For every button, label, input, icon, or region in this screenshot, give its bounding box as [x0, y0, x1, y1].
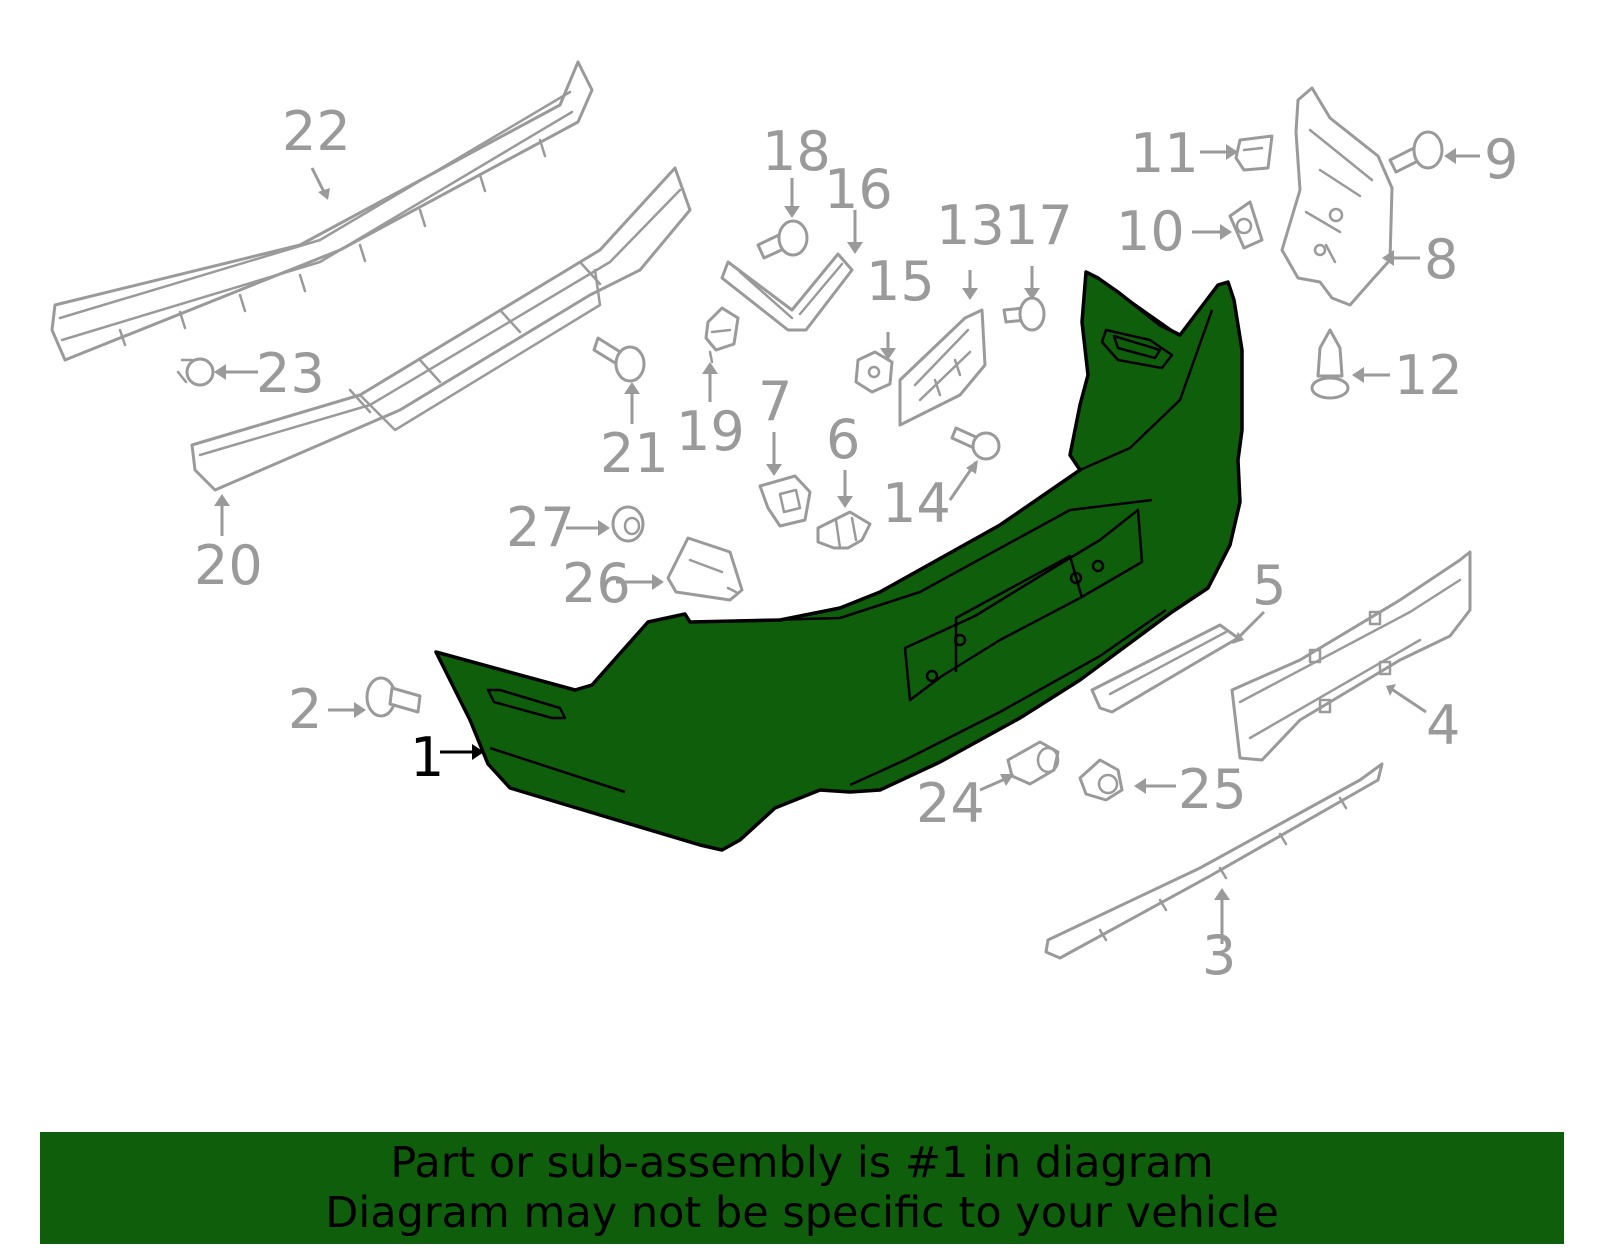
- callout-25[interactable]: 25: [1178, 758, 1247, 821]
- callout-4[interactable]: 4: [1426, 694, 1460, 757]
- callout-15[interactable]: 15: [866, 250, 935, 313]
- part-4-diffuser[interactable]: [1230, 550, 1472, 762]
- part-20-energy-absorber[interactable]: [190, 166, 692, 492]
- callout-14[interactable]: 14: [882, 472, 951, 535]
- part-16-bracket[interactable]: [720, 252, 854, 332]
- part-14-bolt[interactable]: [950, 426, 1001, 461]
- callout-5[interactable]: 5: [1252, 554, 1286, 617]
- callout-7[interactable]: 7: [758, 370, 792, 433]
- callout-26[interactable]: 26: [562, 552, 631, 615]
- part-26-bracket[interactable]: [666, 536, 744, 602]
- callout-18[interactable]: 18: [762, 120, 831, 183]
- callout-labels: 1 2 3 4 5 6 7 8 9 10 11 12 13 14 15 16 1…: [194, 100, 1518, 987]
- callout-19[interactable]: 19: [676, 400, 745, 463]
- callout-1[interactable]: 1: [410, 726, 444, 789]
- part-10-nut[interactable]: [1228, 200, 1264, 250]
- part-9-bolt[interactable]: [1388, 130, 1444, 174]
- callout-20[interactable]: 20: [194, 534, 263, 597]
- callout-21[interactable]: 21: [600, 422, 669, 485]
- leader-lines: [214, 144, 1480, 944]
- part-13-bracket[interactable]: [898, 308, 987, 427]
- part-7-retainer[interactable]: [758, 474, 812, 528]
- part-17-push-pin[interactable]: [1002, 296, 1046, 332]
- callout-6[interactable]: 6: [826, 408, 860, 471]
- part-1-bumper-cover[interactable]: [434, 270, 1244, 852]
- callout-2[interactable]: 2: [288, 678, 322, 741]
- part-15-retainer[interactable]: [854, 350, 894, 394]
- part-27-nut[interactable]: [611, 505, 645, 543]
- part-25-sensor-bracket[interactable]: [1078, 758, 1124, 802]
- callout-3[interactable]: 3: [1202, 924, 1236, 987]
- part-21-push-pin[interactable]: [592, 336, 646, 383]
- callout-22[interactable]: 22: [282, 100, 351, 163]
- callout-12[interactable]: 12: [1394, 344, 1463, 407]
- banner-line-1: Part or sub-assembly is #1 in diagram: [390, 1138, 1214, 1188]
- parts-diagram: 1 2 3 4 5 6 7 8 9 10 11 12 13 14 15 16 1…: [50, 60, 1518, 987]
- callout-10[interactable]: 10: [1116, 200, 1185, 263]
- banner-line-2: Diagram may not be specific to your vehi…: [325, 1188, 1279, 1238]
- part-18-bolt[interactable]: [756, 219, 809, 260]
- part-5-strip[interactable]: [1090, 623, 1240, 714]
- part-6-clip[interactable]: [816, 510, 872, 550]
- callout-11[interactable]: 11: [1130, 122, 1199, 185]
- part-2-bolt[interactable]: [365, 676, 422, 718]
- callout-27[interactable]: 27: [506, 496, 575, 559]
- callout-23[interactable]: 23: [256, 342, 325, 405]
- callout-17[interactable]: 17: [1004, 194, 1073, 257]
- part-11-clip[interactable]: [1234, 134, 1274, 172]
- part-8-side-bracket[interactable]: [1280, 86, 1394, 307]
- part-3-lower-trim[interactable]: [1044, 762, 1384, 960]
- part-19-clip[interactable]: [704, 306, 740, 364]
- callout-13[interactable]: 13: [936, 194, 1005, 257]
- info-banner: Part or sub-assembly is #1 in diagram Di…: [40, 1132, 1564, 1244]
- callout-16[interactable]: 16: [824, 158, 893, 221]
- callout-8[interactable]: 8: [1424, 228, 1458, 291]
- part-23-nut[interactable]: [176, 357, 215, 387]
- callout-24[interactable]: 24: [916, 772, 985, 835]
- part-24-sensor[interactable]: [1006, 740, 1060, 786]
- part-22-reinforcement[interactable]: [50, 60, 594, 362]
- part-12-push-pin[interactable]: [1310, 328, 1350, 400]
- callout-9[interactable]: 9: [1484, 128, 1518, 191]
